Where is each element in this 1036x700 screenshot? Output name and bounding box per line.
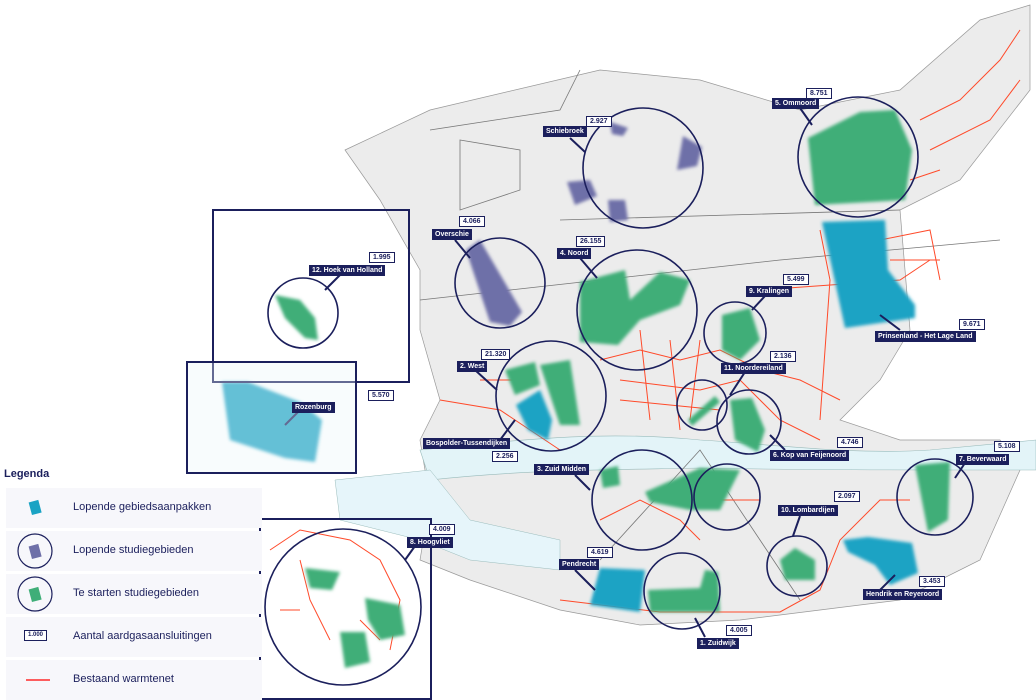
area-label[interactable]: 12. Hoek van Holland	[309, 265, 386, 276]
area-pendrecht	[590, 568, 645, 612]
area-label[interactable]: Prinsenland - Het Lage Land	[875, 331, 976, 342]
count-box: 21.320	[481, 349, 511, 360]
inset-rozenburg	[186, 361, 357, 474]
area-lombardijen	[780, 548, 815, 580]
area-label[interactable]: 1. Zuidwijk	[697, 638, 739, 649]
area-ommoord	[808, 110, 912, 205]
legend-label: Bestaand warmtenet	[73, 673, 174, 685]
count-box: 5.570	[368, 390, 394, 401]
area-overschie	[466, 240, 522, 326]
count-box: 4.746	[837, 437, 863, 448]
legend: Legenda Lopende gebiedsaanpakken Lopende…	[0, 462, 262, 700]
legend-item: Bestaand warmtenet	[6, 660, 262, 700]
area-label[interactable]: Pendrecht	[559, 559, 600, 570]
area-beverwaard	[915, 462, 950, 532]
legend-label: Lopende studiegebieden	[73, 544, 194, 556]
area-label[interactable]: 11. Noordereiland	[721, 363, 786, 374]
area-label[interactable]: Bospolder-Tussendijken	[423, 438, 511, 449]
area-schiebroek-4	[608, 200, 628, 222]
count-box: 2.136	[770, 351, 796, 362]
study-circles	[264, 96, 974, 686]
count-box: 5.499	[783, 274, 809, 285]
area-label[interactable]: 7. Beverwaard	[956, 454, 1010, 465]
count-box: 3.453	[919, 576, 945, 587]
area-zuidwijk	[648, 570, 720, 612]
area-schiebroek-2	[677, 136, 702, 170]
area-label[interactable]: 10. Lombardijen	[778, 505, 838, 516]
legend-item: 1.000 Aantal aardgasaansluitingen	[6, 617, 262, 657]
count-box: 2.256	[492, 451, 518, 462]
count-box: 1.995	[369, 252, 395, 263]
count-box-icon: 1.000	[24, 630, 48, 641]
count-box: 4.619	[587, 547, 613, 558]
count-box: 2.097	[834, 491, 860, 502]
count-box: 5.108	[994, 441, 1020, 452]
area-label[interactable]: 3. Zuid Midden	[534, 464, 589, 475]
area-label[interactable]: 5. Ommoord	[772, 98, 820, 109]
count-box: 9.671	[959, 319, 985, 330]
legend-label: Aantal aardgasaansluitingen	[73, 630, 212, 642]
legend-label: Te starten studiegebieden	[73, 587, 199, 599]
area-noordereiland	[688, 396, 720, 426]
legend-item: Lopende studiegebieden	[6, 531, 262, 571]
area-kop-feijenoord	[730, 398, 765, 452]
area-zuid-midden	[600, 466, 740, 510]
area-prinsenland	[822, 220, 915, 328]
area-label[interactable]: 8. Hoogvliet	[407, 537, 453, 548]
legend-item: Lopende gebiedsaanpakken	[6, 488, 262, 528]
area-label[interactable]: 4. Noord	[557, 248, 592, 259]
area-label[interactable]: Hendrik en Reyeroord	[863, 589, 943, 600]
count-box: 8.751	[806, 88, 832, 99]
area-hoek-van-holland	[275, 295, 318, 340]
count-box: 4.009	[429, 524, 455, 535]
running-area-swatch-icon	[28, 499, 42, 516]
red-line-icon	[26, 679, 50, 681]
area-label[interactable]: Schiebroek	[543, 126, 587, 137]
area-hendrik	[843, 537, 918, 585]
legend-label: Lopende gebiedsaanpakken	[73, 501, 212, 513]
count-box: 4.005	[726, 625, 752, 636]
area-label[interactable]: 9. Kralingen	[746, 286, 793, 297]
running-study-swatch-icon	[17, 533, 53, 569]
area-noord	[580, 270, 690, 345]
count-box: 4.066	[459, 216, 485, 227]
count-box: 2.927	[586, 116, 612, 127]
legend-title: Legenda	[4, 468, 50, 480]
area-schiebroek-3	[567, 180, 597, 205]
legend-item: Te starten studiegebieden	[6, 574, 262, 614]
area-label[interactable]: Rozenburg	[292, 402, 335, 413]
area-label[interactable]: 6. Kop van Feijenoord	[770, 450, 850, 461]
start-study-swatch-icon	[17, 576, 53, 612]
harbour	[334, 469, 561, 571]
area-bospolder	[516, 390, 552, 440]
label-pointers	[284, 107, 966, 638]
area-west	[505, 360, 580, 425]
area-kralingen	[722, 308, 760, 360]
count-box: 26.155	[576, 236, 606, 247]
area-label[interactable]: Overschie	[432, 229, 472, 240]
inset-hoek-van-holland	[212, 209, 410, 383]
area-hoogvliet	[305, 568, 405, 668]
area-label[interactable]: 2. West	[457, 361, 488, 372]
area-schiebroek-1	[610, 122, 628, 136]
